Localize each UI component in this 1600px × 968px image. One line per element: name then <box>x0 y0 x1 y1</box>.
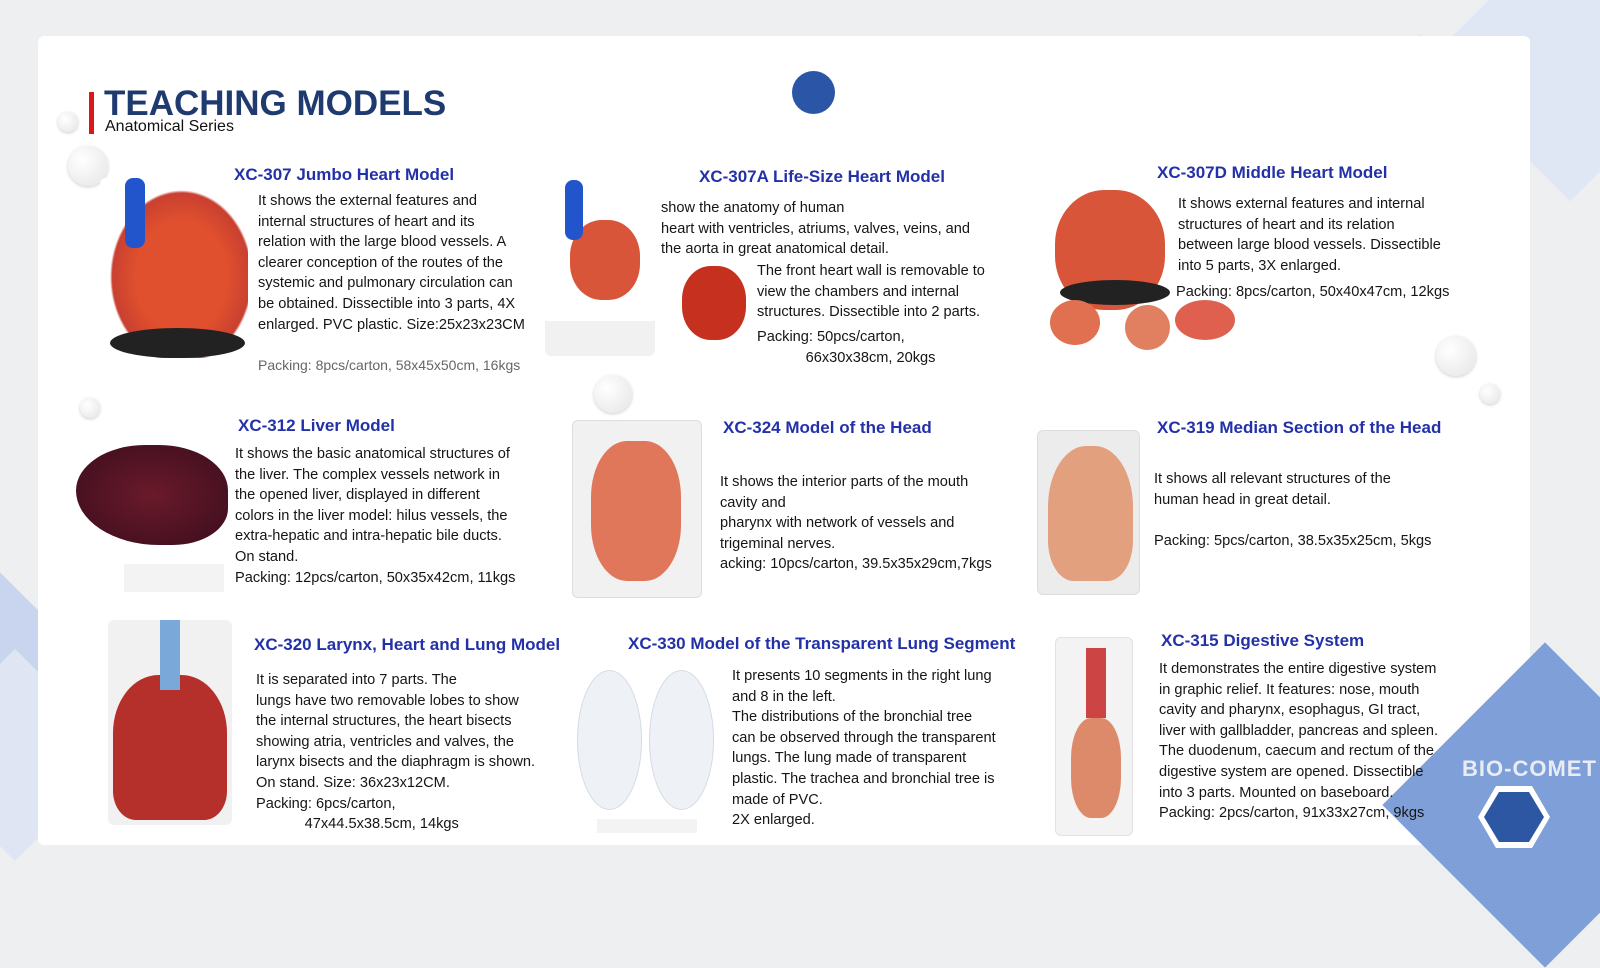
product-description: It demonstrates the entire digestive sys… <box>1159 661 1439 822</box>
transparent-lung-image <box>577 660 718 833</box>
product-description: It shows all relevant structures of the … <box>1154 471 1391 508</box>
product-description: It is separated into 7 parts. The lungs … <box>256 672 536 833</box>
product-title: XC-312 Liver Model <box>238 416 395 435</box>
page-title: TEACHING MODELS <box>104 84 447 123</box>
product-description: show the anatomy of human heart with ven… <box>661 200 971 258</box>
decorative-dot <box>792 71 835 114</box>
head-model-image <box>572 420 702 598</box>
product-title: XC-315 Digestive System <box>1161 631 1365 650</box>
product-description: It shows external features and internal … <box>1178 196 1441 274</box>
product-packing: Packing: 8pcs/carton, 58x45x50cm, 16kgs <box>258 357 521 373</box>
bubble <box>1436 336 1476 376</box>
median-head-image <box>1037 430 1140 595</box>
product-description-2: The front heart wall is removable to vie… <box>757 263 985 321</box>
product-packing: Packing: 8pcs/carton, 50x40x47cm, 12kgs <box>1176 284 1450 300</box>
bubble <box>594 375 632 413</box>
product-description: It presents 10 segments in the right lun… <box>732 668 996 829</box>
liver-image <box>76 440 231 592</box>
jumbo-heart-image <box>100 178 248 358</box>
product-packing: Packing: 50pcs/carton, 66x30x38cm, 20kgs <box>757 329 936 366</box>
product-title: XC-330 Model of the Transparent Lung Seg… <box>628 634 1016 653</box>
brand-name: BIO-COMET <box>1462 756 1597 781</box>
product-description: It shows the interior parts of the mouth… <box>720 474 992 573</box>
middle-heart-image <box>1000 170 1240 360</box>
product-description: It shows the basic anatomical structures… <box>235 446 516 586</box>
larynx-heart-lung-image <box>108 620 232 825</box>
digestive-system-image <box>1055 637 1133 836</box>
page-subtitle: Anatomical Series <box>105 118 234 135</box>
product-title: XC-307D Middle Heart Model <box>1157 163 1388 182</box>
content-card <box>38 36 1530 845</box>
product-title: XC-307A Life-Size Heart Model <box>699 167 945 186</box>
product-title: XC-319 Median Section of the Head <box>1157 418 1442 437</box>
product-title: XC-320 Larynx, Heart and Lung Model <box>254 635 561 654</box>
product-title: XC-307 Jumbo Heart Model <box>234 165 455 184</box>
product-packing: Packing: 5pcs/carton, 38.5x35x25cm, 5kgs <box>1154 533 1432 549</box>
product-title: XC-324 Model of the Head <box>723 418 932 437</box>
product-description: It shows the external features and inter… <box>258 193 525 333</box>
bubble <box>58 112 78 132</box>
title-bar-accent <box>89 92 94 134</box>
bubble <box>80 398 100 418</box>
bubble <box>1480 384 1500 404</box>
life-size-heart-image <box>545 180 655 356</box>
heart-wall-part-image <box>682 266 746 340</box>
